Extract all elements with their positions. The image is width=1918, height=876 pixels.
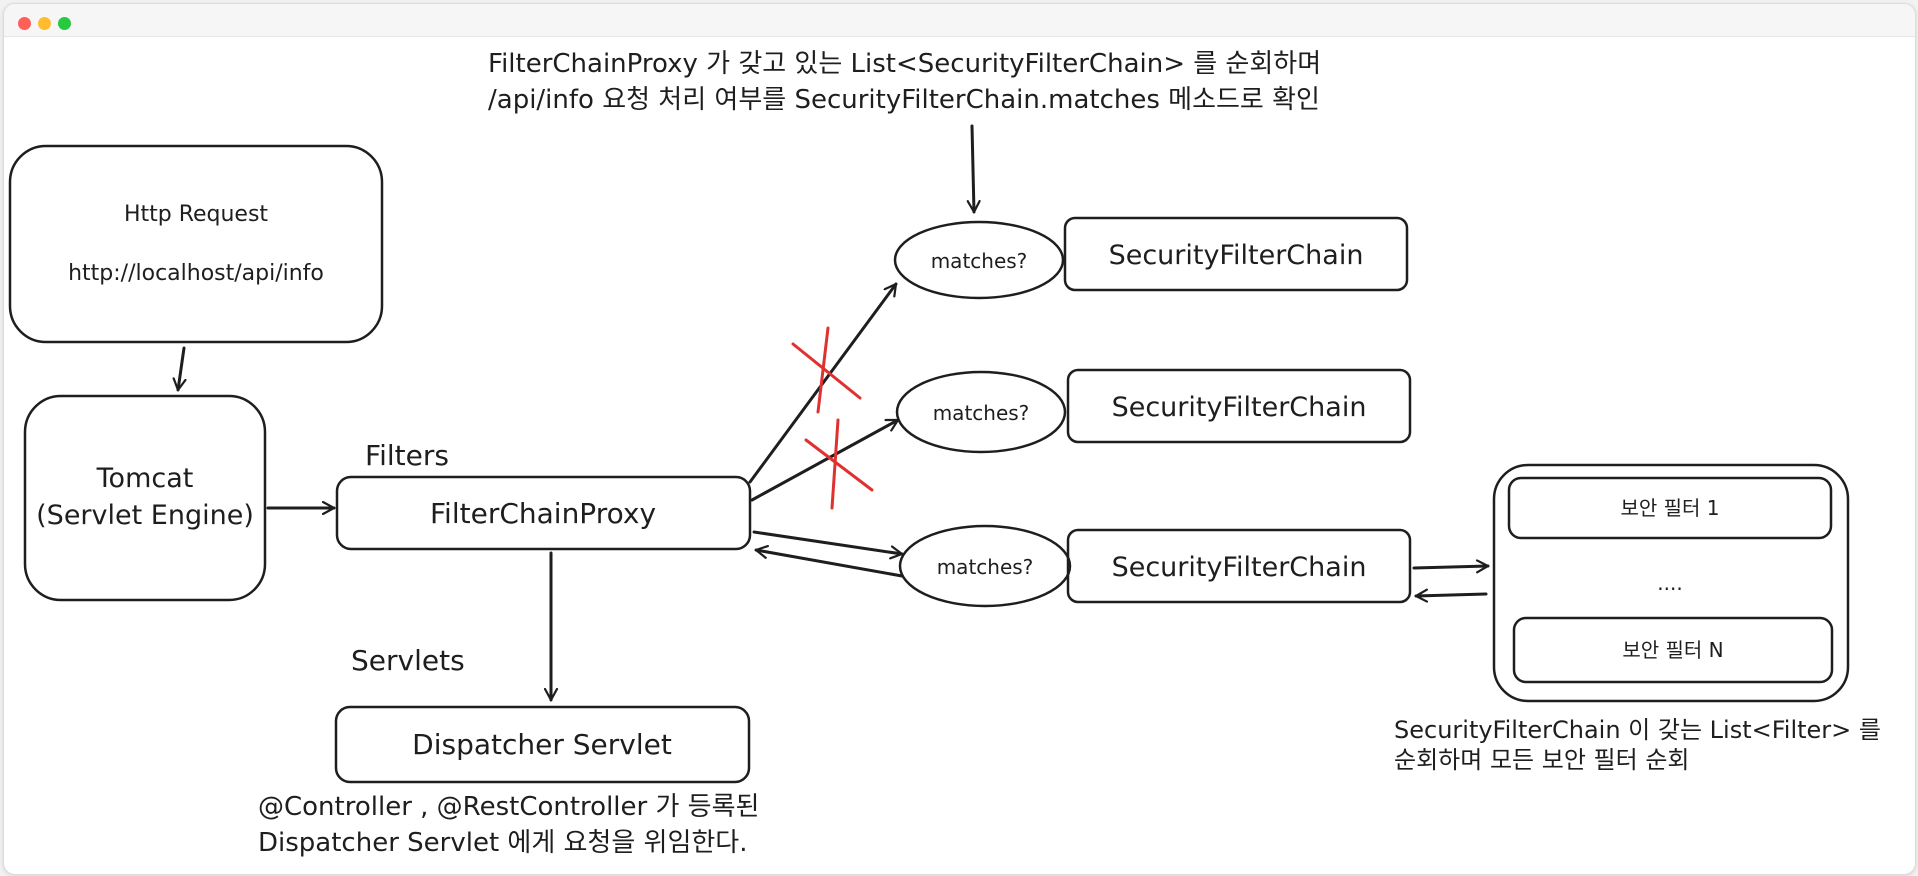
matches-ellipse-2 bbox=[895, 370, 1067, 454]
connector-arrows bbox=[178, 124, 1490, 702]
tomcat-subtitle: (Servlet Engine) bbox=[36, 500, 254, 531]
arrow-chain-to-filters bbox=[1412, 566, 1490, 568]
arrow-proxy-to-matches-2 bbox=[750, 418, 900, 502]
window-titlebar bbox=[4, 4, 1915, 37]
http-request-title: Http Request bbox=[124, 202, 268, 227]
security-filter-n-label: 보안 필터 N bbox=[1622, 638, 1723, 662]
security-filter-1-label: 보안 필터 1 bbox=[1620, 496, 1719, 520]
cross-icon bbox=[804, 418, 874, 510]
dispatcher-servlet-label: Dispatcher Servlet bbox=[412, 728, 672, 761]
security-filter-n-box bbox=[1512, 616, 1834, 684]
top-note-line-2: /api/info 요청 처리 여부를 SecurityFilterChain.… bbox=[488, 85, 1320, 115]
arrow-proxy-to-matches-3 bbox=[752, 530, 904, 554]
arrow-proxy-to-matches-1 bbox=[748, 282, 898, 484]
matches-ellipse-3 bbox=[898, 524, 1072, 608]
arrow-note-to-matches bbox=[972, 124, 974, 214]
tomcat-box bbox=[23, 394, 267, 602]
filter-chain-proxy-label: FilterChainProxy bbox=[430, 497, 656, 530]
close-window-button[interactable] bbox=[18, 17, 31, 30]
http-request-url: http://localhost/api/info bbox=[68, 261, 324, 286]
security-filter-chain-box-1 bbox=[1063, 216, 1409, 292]
filters-label: Filters bbox=[365, 439, 449, 472]
matches-label-2: matches? bbox=[933, 401, 1030, 425]
security-filter-1-box bbox=[1507, 476, 1833, 540]
filter-chain-proxy-box bbox=[335, 475, 752, 551]
matches-label-3: matches? bbox=[937, 555, 1034, 579]
servlets-label: Servlets bbox=[351, 644, 465, 677]
security-filter-chain-box-2 bbox=[1066, 368, 1412, 444]
matches-label-1: matches? bbox=[931, 249, 1028, 273]
right-note-line-1: SecurityFilterChain 이 갖는 List<Filter> 를 bbox=[1394, 716, 1881, 744]
security-filter-chain-label-2: SecurityFilterChain bbox=[1112, 392, 1367, 423]
security-filters-container bbox=[1492, 463, 1850, 703]
tomcat-title: Tomcat bbox=[96, 463, 194, 494]
cross-icon bbox=[791, 326, 862, 414]
zoom-window-button[interactable] bbox=[58, 17, 71, 30]
arrow-filters-to-chain bbox=[1414, 594, 1488, 596]
app-window bbox=[3, 3, 1916, 875]
security-filter-chain-label-3: SecurityFilterChain bbox=[1112, 552, 1367, 583]
security-filter-chain-label-1: SecurityFilterChain bbox=[1109, 240, 1364, 271]
security-filter-chain-box-3 bbox=[1066, 528, 1412, 604]
dispatcher-servlet-box bbox=[334, 705, 751, 784]
right-note-line-2: 순회하며 모든 보안 필터 순회 bbox=[1394, 746, 1689, 774]
node-shapes bbox=[8, 144, 1850, 784]
rejected-crosses bbox=[791, 326, 874, 510]
security-filters-ellipsis: .... bbox=[1657, 571, 1682, 595]
matches-ellipse-1 bbox=[893, 220, 1065, 300]
http-request-box bbox=[8, 144, 384, 344]
arrow-request-to-tomcat bbox=[178, 346, 184, 392]
bottom-note-line-2: Dispatcher Servlet 에게 요청을 위임한다. bbox=[258, 828, 747, 858]
top-note-line-1: FilterChainProxy 가 갖고 있는 List<SecurityFi… bbox=[488, 49, 1321, 79]
bottom-note-line-1: @Controller , @RestController 가 등록된 bbox=[258, 792, 759, 822]
minimize-window-button[interactable] bbox=[38, 17, 51, 30]
arrow-matches-3-to-proxy bbox=[754, 550, 904, 578]
